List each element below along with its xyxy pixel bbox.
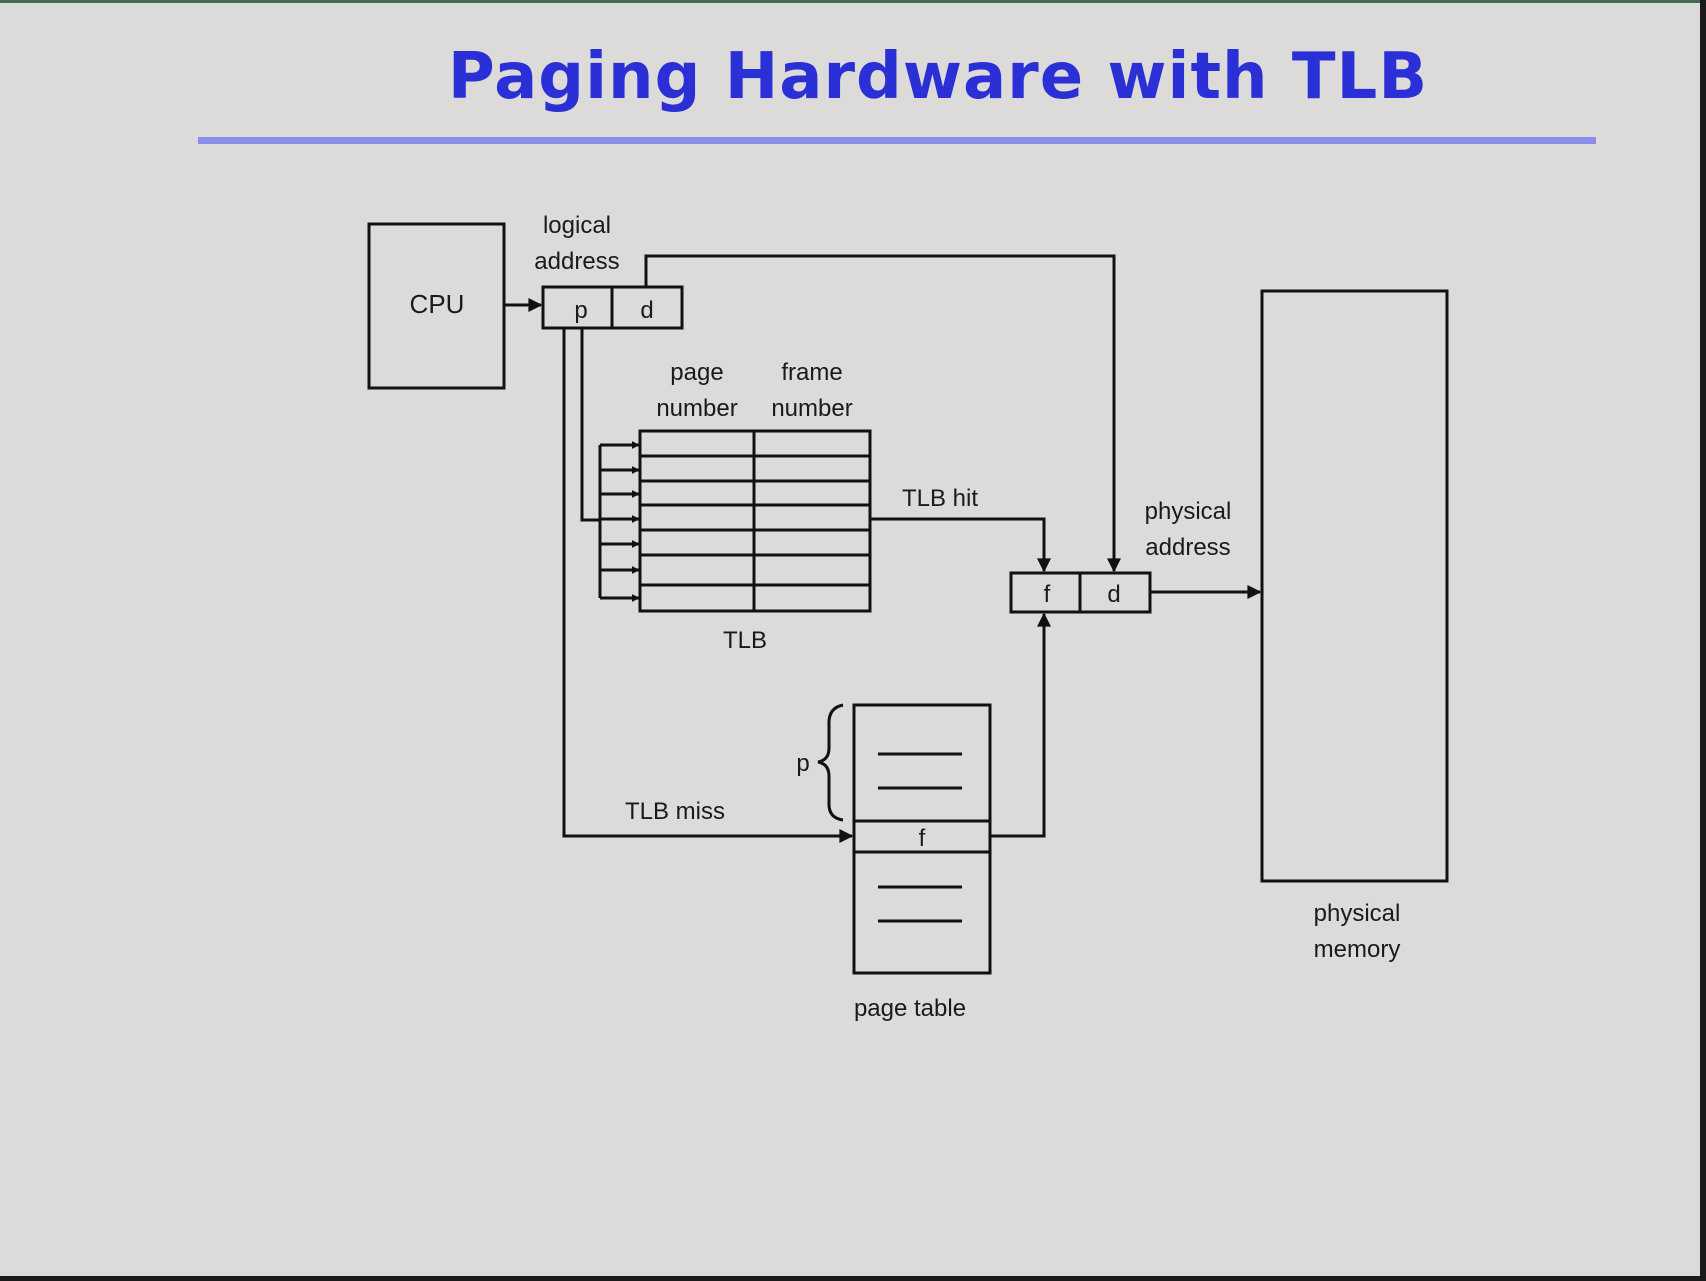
tlb-page-number-header-line2: number xyxy=(656,395,737,422)
tlb-miss-arrow xyxy=(562,328,854,843)
tlb-lookup-path xyxy=(580,328,600,522)
right-border xyxy=(1700,0,1706,1281)
logical-address-label-line2: address xyxy=(534,248,619,275)
physical-address-label-line1: physical xyxy=(1145,498,1232,525)
tlb-frame-number-header-line1: frame xyxy=(781,359,842,386)
tlb-miss-label: TLB miss xyxy=(625,798,725,825)
page-table-index-label: p xyxy=(796,750,809,777)
page-table-frame-entry: f xyxy=(919,825,926,852)
page-table-box xyxy=(852,703,992,975)
logical-page-field: p xyxy=(574,297,587,324)
physical-memory-label-line2: memory xyxy=(1314,936,1401,963)
bottom-border xyxy=(0,1276,1706,1281)
tlb-frame-number-header-line2: number xyxy=(771,395,852,422)
tlb-page-number-header-line1: page xyxy=(670,359,723,386)
offset-path-arrow xyxy=(644,254,1121,573)
tlb-hit-arrow xyxy=(870,517,1051,573)
tlb-label: TLB xyxy=(723,627,767,654)
physical-memory-box xyxy=(1260,289,1449,883)
title-underline xyxy=(198,137,1596,144)
tlb-hit-label: TLB hit xyxy=(902,485,978,512)
physical-address-label-line2: address xyxy=(1145,534,1230,561)
page-index-brace xyxy=(817,703,844,822)
physical-offset-field: d xyxy=(1107,581,1120,608)
physical-frame-field: f xyxy=(1044,581,1051,608)
logical-address-label-line1: logical xyxy=(543,212,611,239)
physical-memory-label-line1: physical xyxy=(1314,900,1401,927)
cpu-label: CPU xyxy=(410,289,465,319)
slide-title: Paging Hardware with TLB xyxy=(447,40,1429,114)
page-table-frame-arrow xyxy=(990,612,1051,838)
top-border xyxy=(0,0,1706,3)
page-table-label: page table xyxy=(854,995,966,1022)
logical-offset-field: d xyxy=(640,297,653,324)
